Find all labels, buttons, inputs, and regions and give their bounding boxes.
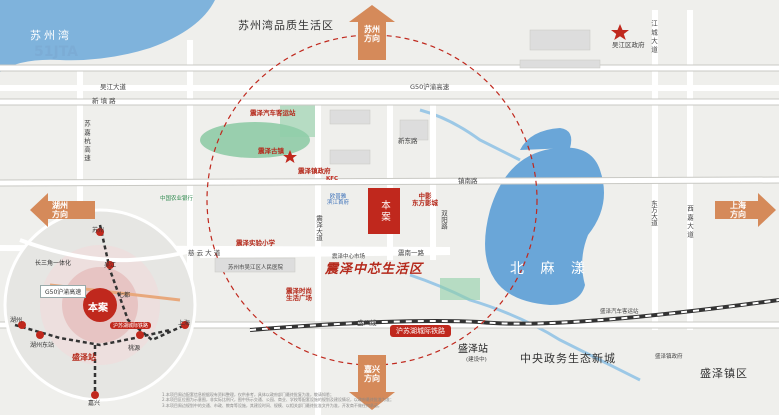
poi-town-gov: 震泽镇政府 [298, 167, 331, 175]
poi-gov2: 盛泽镇政府 [655, 354, 683, 360]
district-zhenze-center: 震泽中芯生活区 [325, 262, 424, 277]
road-jiangcheng: 江 城 大 道 [649, 20, 658, 53]
poi-coach-station: 盛泽汽车客运站 [600, 309, 639, 315]
inset-g50-badge: G50沪渝高速 [40, 285, 87, 298]
park-block [280, 105, 315, 137]
road-xinfeng: 新 填 路 [92, 97, 116, 105]
road-shengba: 盛八线 [357, 319, 377, 327]
inset-wujiang: 吴江 [104, 262, 117, 269]
gov-star-icon [611, 24, 629, 40]
footer-line-2: 2.本项目区位图为示意图，非实际比例尺，图中所示交通、公园、商业、学校等配套设施… [162, 397, 394, 403]
poi-hospital: 苏州市吴江区人民医院 [228, 265, 284, 271]
inset-rail-banner: 沪苏湖城际铁路 [110, 322, 152, 329]
road-dongfang: 东方大道 [649, 200, 658, 226]
rail-line-dash [249, 299, 779, 331]
inset-huzhou-east: 湖州东站 [30, 342, 55, 349]
road-xindong: 新东路 [398, 137, 418, 145]
building-blocks [214, 29, 601, 273]
suzhou-bay-water [0, 0, 215, 72]
station-label: 盛泽站 [458, 344, 488, 355]
poi-cinema: 中影 东方影城 [412, 192, 438, 207]
direction-arrows [30, 5, 776, 410]
poi-school: 震泽实验小学 [236, 239, 275, 247]
poi-bus-station: 震泽汽车客运站 [250, 109, 296, 117]
inset-changjiang: 长三角一体化 [35, 260, 72, 267]
poi-market: 震泽中心市场 [332, 254, 366, 260]
district-shengze: 盛泽镇区 [700, 367, 748, 380]
inset-project: 本案 [88, 303, 108, 314]
bay-label: 苏州湾 [30, 29, 72, 42]
road-dongyuan: 西 嘉 大 道 [685, 205, 694, 238]
poi-bank: 中国农业银行 [160, 196, 194, 202]
district-business: 中央政务生态新城 [520, 352, 616, 365]
station-sub-label: (建设中) [466, 357, 487, 363]
road-zhennan: 镇南路 [458, 177, 478, 185]
lake-label: 北 麻 漾 [510, 261, 591, 277]
road-shuanyang: 双阳路 [439, 210, 448, 230]
district-suzhouwan: 苏州湾品质生活区 [238, 19, 334, 32]
poi-old-town: 震泽古镇 [258, 147, 284, 155]
town-gov-star-icon [283, 150, 297, 163]
lake-north-bay [520, 128, 572, 150]
arrow-suzhou-label: 苏州 方向 [364, 25, 380, 44]
watermark: 51JTA [34, 44, 78, 60]
inset-suzhou: 苏州 [92, 227, 105, 234]
road-casings [0, 64, 779, 329]
arrow-huzhou-label: 湖州 方向 [52, 201, 68, 220]
inset-huzhou: 湖州 [10, 317, 23, 324]
road-wujiang: 吴江大道 [100, 83, 126, 91]
inset-jiaxing: 嘉兴 [88, 400, 101, 407]
footer-line-1: 1.本项目周边配套信息根据现有资料整理，仅供参考，具体以政府部门最终批复为准，敬… [162, 392, 334, 397]
footer-disclaimer: 1.本项目周边配套信息根据现有资料整理，仅供参考，具体以政府部门最终批复为准，敬… [162, 392, 394, 408]
canal [419, 108, 521, 162]
road-sujia: 苏 嘉 杭 高 速 [82, 120, 91, 161]
project-label: 本案 [368, 188, 400, 234]
footer-line-3: 3.本项目周边规划中的交通、市政、教育等设施，其建设时间、规模、以相关部门最终批… [162, 402, 382, 408]
arrow-jiaxing-label: 嘉兴 方向 [364, 365, 380, 384]
road-guyuan: 慈 云 大 道 [188, 249, 221, 257]
wetland-park [440, 278, 480, 300]
poi-plaza: 震泽时尚 生活广场 [286, 287, 312, 302]
beima-lake-water [485, 147, 604, 305]
rail-banner: 沪苏湖城际铁路 [390, 325, 451, 337]
road-g50: G50沪渝高速 [410, 83, 450, 91]
inset-taoyuan: 桃源 [128, 345, 141, 352]
poi-gov: 吴江区政府 [612, 41, 645, 49]
inset-shanghai: 上海 [178, 320, 191, 327]
poi-kfc: KFC [326, 176, 339, 182]
inset-qidu: 七都 [118, 292, 131, 299]
inset-shengze: 盛泽站 [72, 353, 96, 362]
road-zhennan1: 震南一路 [398, 249, 424, 257]
poi-residence: 欧普雅 滨江首府 [327, 194, 350, 206]
road-zhenze-ave: 震泽大道 [314, 215, 323, 241]
arrow-shanghai-label: 上海 方向 [730, 201, 746, 220]
